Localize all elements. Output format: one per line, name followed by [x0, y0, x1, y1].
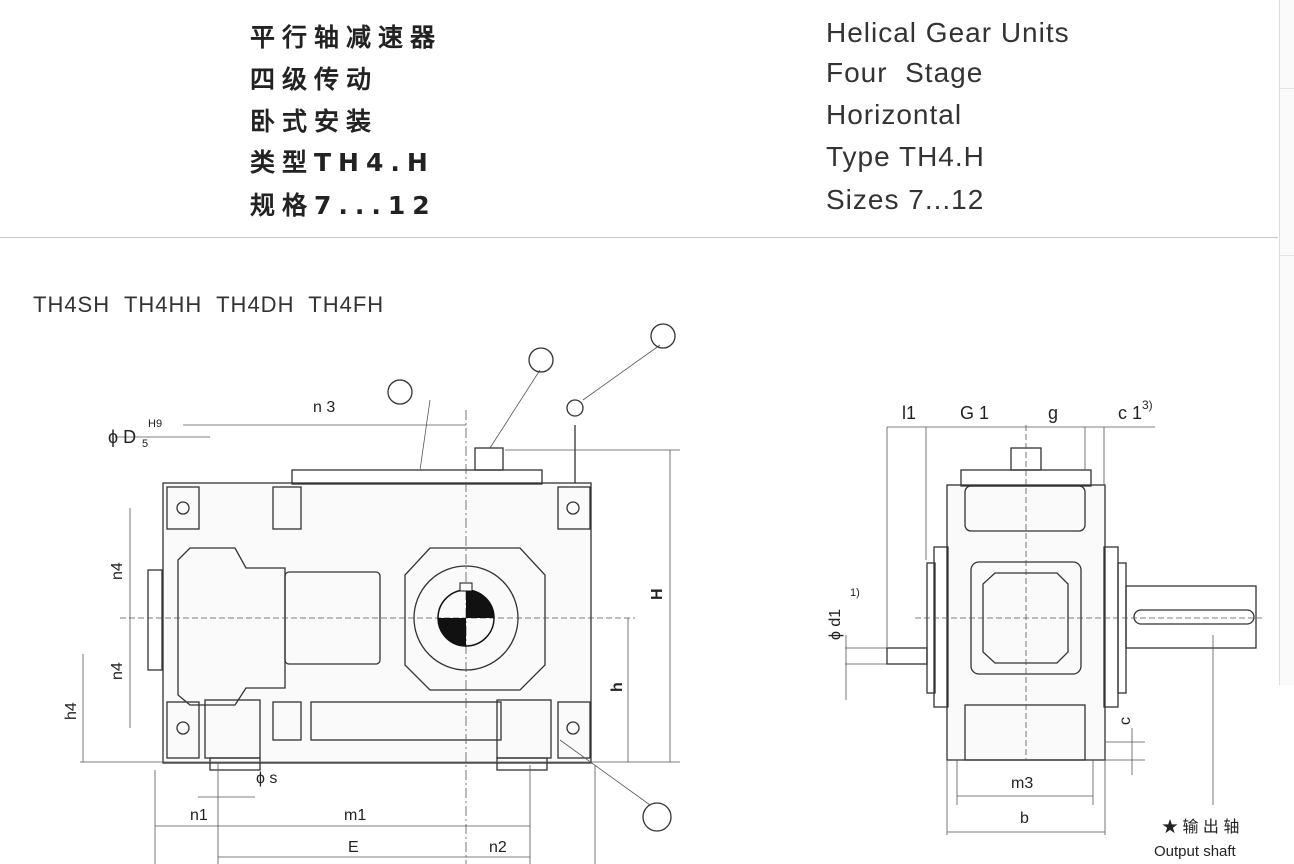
label-d5: ϕ D: [108, 427, 136, 447]
label-c: c: [1117, 717, 1134, 725]
label-b: b: [1020, 810, 1029, 827]
output-shaft-symbol: [437, 582, 495, 647]
title-en-line-4: Type TH4.H: [826, 141, 985, 172]
oil-fill-icon: [528, 347, 554, 373]
label-n4-bottom: n4: [109, 662, 126, 680]
model-list: TH4SH TH4HH TH4DH TH4FH: [33, 292, 385, 317]
title-cn-line-2: 四级传动: [250, 65, 379, 94]
label-d1: ϕ d1: [827, 609, 844, 640]
header-divider: [0, 237, 1278, 238]
label-c1-sup: 3): [1142, 398, 1153, 412]
title-cn-line-4: 类型TH4.H: [250, 148, 435, 177]
label-d5-sup: H9: [148, 418, 162, 430]
oil-level-icon: [387, 379, 413, 405]
side-view: [845, 425, 1262, 835]
title-en-line-2: Four Stage: [826, 57, 984, 88]
title-cn-line-3: 卧式安装: [250, 107, 379, 136]
label-l1: l1: [902, 403, 916, 423]
label-H: H: [649, 588, 666, 600]
title-en-line-1: Helical Gear Units: [826, 17, 1070, 48]
side-scroll-panel[interactable]: [1279, 0, 1294, 685]
label-n3: n 3: [313, 399, 335, 416]
label-m3: m3: [1011, 775, 1033, 792]
output-shaft-label-cn: ★ 输 出 轴: [1162, 818, 1239, 836]
label-h: h: [609, 682, 626, 692]
label-s: ϕ s: [256, 770, 277, 787]
front-view: [80, 323, 680, 864]
label-n2: n2: [489, 839, 507, 856]
label-m1: m1: [344, 807, 366, 824]
label-c1: c 1: [1118, 403, 1142, 423]
output-shaft-label-en: Output shaft: [1154, 843, 1237, 860]
title-cn-line-1: 平行轴减速器: [250, 23, 443, 52]
label-h4: h4: [63, 702, 80, 720]
label-d1-sup: 1): [850, 587, 860, 599]
title-cn-line-5: 规格7...12: [250, 191, 437, 220]
label-G1: G 1: [960, 403, 989, 423]
label-n1: n1: [190, 807, 208, 824]
breather-icon: [566, 399, 584, 417]
label-d5-sub: 5: [142, 438, 148, 450]
label-g: g: [1048, 403, 1058, 423]
oil-drain-icon: [642, 802, 672, 832]
label-n4-top: n4: [109, 562, 126, 580]
vent-icon: [650, 323, 676, 349]
dimension-labels: n 3 ϕ D 5 H9 n4 n4 h4 H h ϕ s n1 m1 E n2…: [63, 398, 1239, 860]
title-en-line-3: Horizontal: [826, 99, 963, 130]
label-E: E: [348, 839, 359, 856]
title-en-line-5: Sizes 7...12: [826, 184, 985, 215]
